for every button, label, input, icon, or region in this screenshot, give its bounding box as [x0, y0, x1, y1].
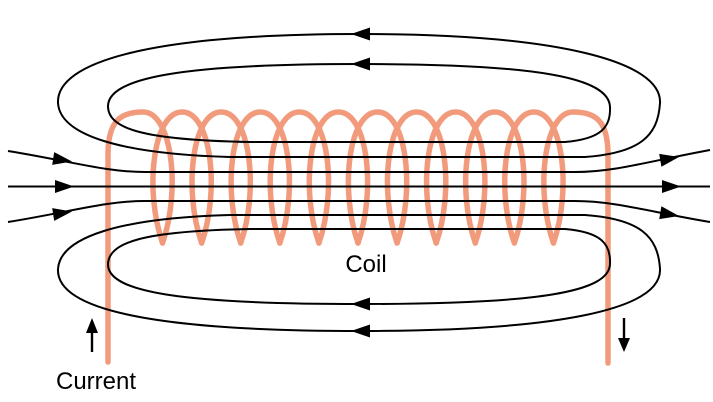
arrowhead-right-bottom-right-icon: [659, 206, 679, 220]
current-down-arrow-icon: [618, 318, 630, 352]
coil-turn: [189, 109, 254, 246]
coil: [105, 109, 611, 366]
arrowhead-loop-bottom-outer-left-icon: [351, 324, 370, 338]
coil-turn: [150, 109, 214, 246]
coil-turn: [345, 109, 410, 246]
coil-turn: [267, 109, 332, 246]
arrowhead-loop-top-inner-left-icon: [351, 57, 370, 71]
field-line-axis-top: [7, 149, 711, 173]
arrowhead-left-top-right-icon: [52, 152, 72, 165]
coil-turn: [423, 109, 488, 246]
coil-turn: [541, 109, 611, 366]
arrowhead-loop-bottom-inner-left-icon: [351, 297, 370, 311]
coil-label: Coil: [345, 251, 386, 278]
field-loop-top-outer: [56, 32, 662, 158]
field-loop-bottom-inner: [106, 228, 612, 306]
arrowhead-loop-top-outer-left-icon: [351, 27, 370, 41]
arrowhead-right-top-right-icon: [659, 153, 679, 167]
arrowhead-left-middle-right-icon: [55, 180, 74, 193]
coil-turn: [502, 109, 566, 246]
field-loop-bottom-outer: [56, 214, 662, 333]
field-loop-top-inner: [106, 62, 612, 143]
current-up-arrow-icon: [86, 318, 98, 352]
coil-turn: [228, 109, 293, 246]
coil-turn: [462, 109, 527, 246]
current-label: Current: [56, 368, 136, 395]
arrowhead-left-bottom-right-icon: [52, 208, 72, 221]
coil-turn: [306, 109, 371, 246]
arrowhead-right-middle-right-icon: [662, 180, 681, 193]
field-line-axis-bottom: [7, 200, 711, 223]
coil-turn: [384, 109, 449, 246]
coil-turn: [105, 109, 175, 365]
